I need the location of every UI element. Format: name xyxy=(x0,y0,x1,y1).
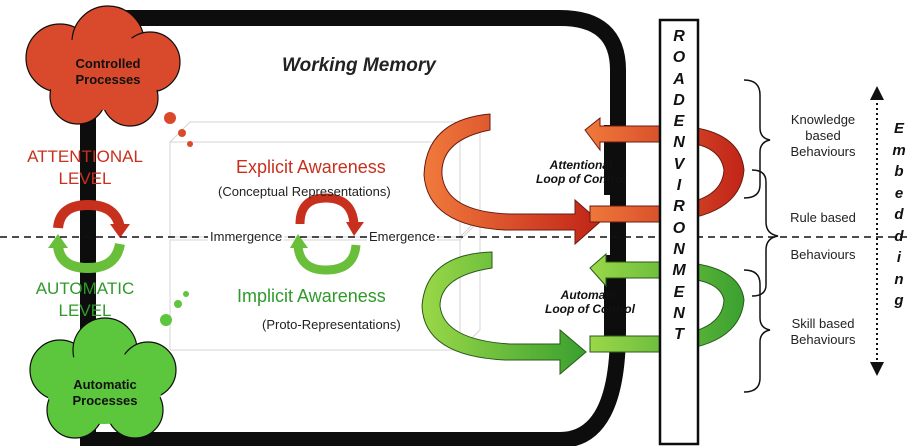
road-environment-letter: N xyxy=(673,304,685,322)
controlled-processes-cloud xyxy=(25,5,193,147)
automatic-processes-line-2: Processes xyxy=(72,393,138,408)
controlled-processes-line-1: Controlled xyxy=(75,56,141,71)
automatic-level-line-2: LEVEL xyxy=(58,301,112,320)
embedding-arrow xyxy=(870,86,884,376)
road-environment-letter: E xyxy=(673,113,685,131)
road-environment-letter: T xyxy=(674,326,684,344)
knowledge-line-3: Behaviours xyxy=(790,144,856,159)
skill-line-1: Skill based xyxy=(791,316,855,331)
embedding-letter: d xyxy=(894,206,904,223)
implicit-awareness-title: Implicit Awareness xyxy=(237,286,386,306)
center-cycle-arrows xyxy=(290,193,364,275)
road-environment-letter: O xyxy=(672,49,686,67)
skill-line-2: Behaviours xyxy=(790,332,856,347)
attentional-loop-label: Attentional Loop of Control xyxy=(526,158,636,186)
attentional-loop-line-1: Attentional xyxy=(549,158,613,172)
road-environment-letter: M xyxy=(672,262,686,280)
embedding-letter: b xyxy=(894,163,904,180)
immergence-label: Immergence xyxy=(208,229,285,244)
road-environment-letter: N xyxy=(673,240,685,258)
automatic-loop-line-1: Automatic xyxy=(560,288,620,302)
automatic-loop-line-2: Loop of Control xyxy=(545,302,635,316)
skill-based-behaviours-label: Skill based Behaviours xyxy=(773,316,873,348)
knowledge-line-2: based xyxy=(805,128,841,143)
controlled-processes-line-2: Processes xyxy=(75,72,141,87)
attentional-level-line-1: ATTENTIONAL xyxy=(27,147,143,166)
embedding-letter: d xyxy=(894,227,904,245)
embedding-letter: g xyxy=(894,292,904,309)
road-environment-letter: A xyxy=(673,70,685,88)
embedding-letter: e xyxy=(894,184,904,202)
automatic-level-label: AUTOMATIC LEVEL xyxy=(10,278,160,322)
road-environment-letter: E xyxy=(673,283,685,301)
explicit-awareness-title: Explicit Awareness xyxy=(236,157,386,177)
left-cycle-arrows xyxy=(48,199,130,274)
road-environment-letter: I xyxy=(676,177,682,195)
left-pillar-top xyxy=(81,115,94,153)
road-environment-letter: N xyxy=(673,134,685,152)
knowledge-based-behaviours-label: Knowledge based Behaviours xyxy=(775,112,871,160)
right-pillar-low xyxy=(604,255,618,350)
working-memory-title: Working Memory xyxy=(282,55,436,76)
rule-based-label: Rule based xyxy=(790,210,856,225)
behaviour-braces xyxy=(743,79,779,393)
road-environment-letter: R xyxy=(673,198,685,216)
attentional-level-line-2: LEVEL xyxy=(58,169,112,188)
explicit-awareness-subtitle: (Conceptual Representations) xyxy=(218,184,391,199)
road-environment-letter: R xyxy=(673,28,685,45)
attentional-level-label: ATTENTIONAL LEVEL xyxy=(10,146,160,190)
automatic-processes-label: Automatic Processes xyxy=(55,377,155,409)
automatic-processes-cloud xyxy=(29,291,189,439)
knowledge-line-1: Knowledge xyxy=(790,112,856,127)
road-environment-letter: V xyxy=(673,155,685,173)
rule-based-behaviours-label: Behaviours xyxy=(790,247,856,262)
road-environment-column xyxy=(658,18,700,446)
automatic-level-line-1: AUTOMATIC xyxy=(35,279,135,298)
embedding-letter: E xyxy=(893,120,904,137)
road-environment-letter: O xyxy=(672,219,686,237)
controlled-processes-label: Controlled Processes xyxy=(58,56,158,88)
road-environment-letter: D xyxy=(673,91,685,109)
embedding-letter: m xyxy=(892,141,906,159)
embedding-letter: i xyxy=(896,249,902,266)
attentional-loop-line-2: Loop of Control xyxy=(536,172,626,186)
emergence-label: Emergence xyxy=(367,229,438,244)
automatic-loop-label: Automatic Loop of Control xyxy=(535,288,645,316)
automatic-processes-line-1: Automatic xyxy=(73,377,137,392)
embedding-letter: n xyxy=(894,270,904,288)
implicit-awareness-subtitle: (Proto-Representations) xyxy=(262,317,401,332)
